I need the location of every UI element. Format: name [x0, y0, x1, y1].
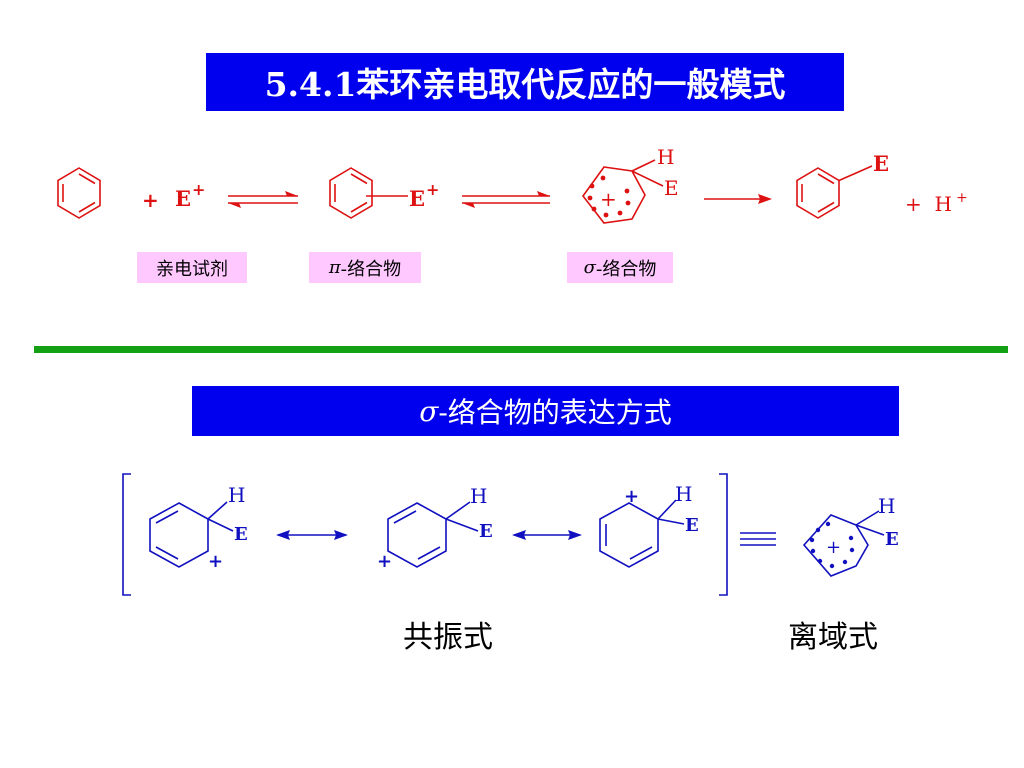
- benzene-reactant: [57, 167, 101, 219]
- product-E: E: [873, 151, 889, 176]
- section-title-text: -络合物的表达方式: [438, 396, 672, 429]
- resonance-caption: 共振式: [403, 620, 493, 655]
- resonance-structure-3: [599, 499, 685, 568]
- pi-symbol: π: [328, 257, 341, 278]
- resonance-1-charge: +: [208, 551, 223, 572]
- resonance-3-E: E: [685, 515, 699, 536]
- section-title: σ-络合物的表达方式: [192, 386, 899, 436]
- sigma-complex-H: H: [657, 145, 674, 169]
- resonance-2-H: H: [470, 484, 487, 508]
- equivalence-sign: [740, 532, 776, 546]
- sigma-complex-label: σ-络合物: [567, 252, 673, 283]
- sigma-symbol: σ: [583, 257, 596, 278]
- sigma-complex-text: -络合物: [595, 258, 657, 280]
- equilibrium-arrow-1: [228, 191, 298, 208]
- resonance-3-H: H: [675, 482, 692, 506]
- left-bracket: [122, 473, 131, 596]
- sigma-complex-charge: +: [600, 187, 617, 211]
- electrophile-charge: +: [192, 180, 205, 199]
- delocalized-caption: 离域式: [788, 620, 878, 655]
- resonance-2-charge: +: [377, 551, 392, 572]
- pi-complex-charge: +: [426, 180, 439, 199]
- sigma-complex: [581, 159, 664, 224]
- delocalized-structure: [802, 510, 885, 577]
- proton-charge: +: [956, 190, 968, 206]
- double-arrow-2: [512, 530, 582, 540]
- sigma-complex-E: E: [664, 176, 679, 200]
- delocalized-H: H: [878, 494, 895, 518]
- pi-complex: [329, 167, 408, 219]
- pi-complex-E: E: [409, 186, 425, 211]
- page-title: 5.4.1苯环亲电取代反应的一般模式: [206, 53, 844, 111]
- resonance-1-E: E: [234, 524, 248, 545]
- forward-arrow: [704, 194, 772, 204]
- resonance-1-H: H: [228, 483, 245, 507]
- resonance-3-charge: +: [624, 486, 639, 507]
- pi-complex-text: -络合物: [340, 258, 402, 280]
- electrophile-label: E: [175, 186, 191, 211]
- equilibrium-arrow-2: [462, 191, 550, 208]
- double-arrow-1: [276, 530, 348, 540]
- resonance-structure-1: [149, 501, 234, 568]
- right-bracket: [719, 473, 728, 596]
- delocalized-E: E: [885, 529, 899, 550]
- pi-complex-label: π-络合物: [309, 252, 421, 283]
- section-title-symbol: σ: [419, 394, 439, 428]
- resonance-2-E: E: [479, 521, 493, 542]
- proton-label: + H: [905, 192, 952, 216]
- plus-sign: +: [142, 188, 159, 212]
- substituted-benzene-product: [796, 165, 873, 219]
- section-divider: [34, 346, 1008, 353]
- electrophile-reagent-label: 亲电试剂: [137, 252, 247, 283]
- resonance-structure-2: [387, 501, 479, 568]
- delocalized-charge: +: [826, 537, 841, 558]
